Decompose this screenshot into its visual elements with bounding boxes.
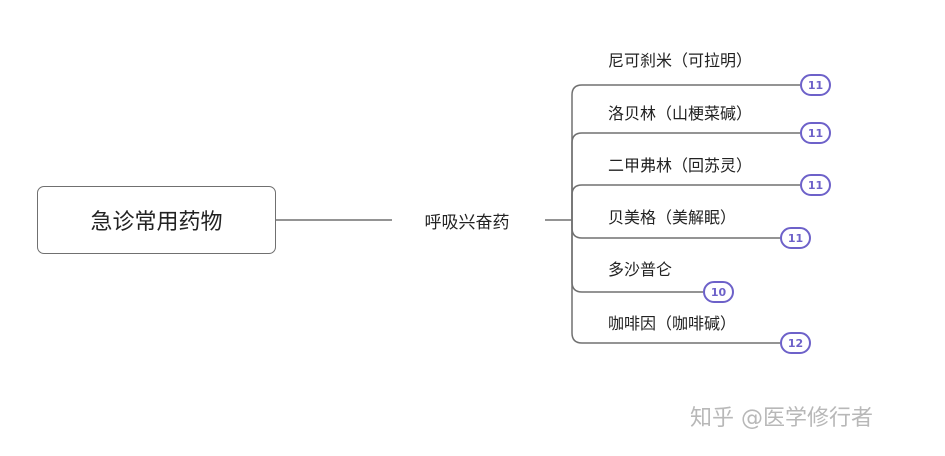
- count-badge-4[interactable]: 11: [780, 227, 811, 249]
- watermark-text: 知乎 @医学修行者: [690, 406, 873, 431]
- count-badge-5[interactable]: 10: [703, 281, 734, 303]
- branch-topic[interactable]: 呼吸兴奋药: [424, 212, 510, 233]
- leaf-topic-6[interactable]: 咖啡因（咖啡碱）: [608, 314, 737, 333]
- leaf-connector-6: [571, 220, 780, 344]
- count-badge-6[interactable]: 12: [780, 332, 811, 354]
- leaf-topic-1[interactable]: 尼可刹米（可拉明）: [608, 51, 753, 70]
- count-badge-3[interactable]: 11: [800, 174, 831, 196]
- leaf-connector-1: [571, 84, 800, 220]
- leaf-topic-4[interactable]: 贝美格（美解眠）: [608, 208, 737, 227]
- count-badge-1[interactable]: 11: [800, 74, 831, 96]
- count-badge-2[interactable]: 11: [800, 122, 831, 144]
- leaf-topic-5[interactable]: 多沙普仑: [608, 260, 673, 279]
- leaf-topic-3[interactable]: 二甲弗林（回苏灵）: [608, 156, 753, 175]
- root-topic[interactable]: 急诊常用药物: [37, 186, 276, 254]
- leaf-connector-2: [571, 132, 800, 220]
- leaf-connector-3: [571, 184, 800, 220]
- leaf-topic-2[interactable]: 洛贝林（山梗菜碱）: [608, 104, 753, 123]
